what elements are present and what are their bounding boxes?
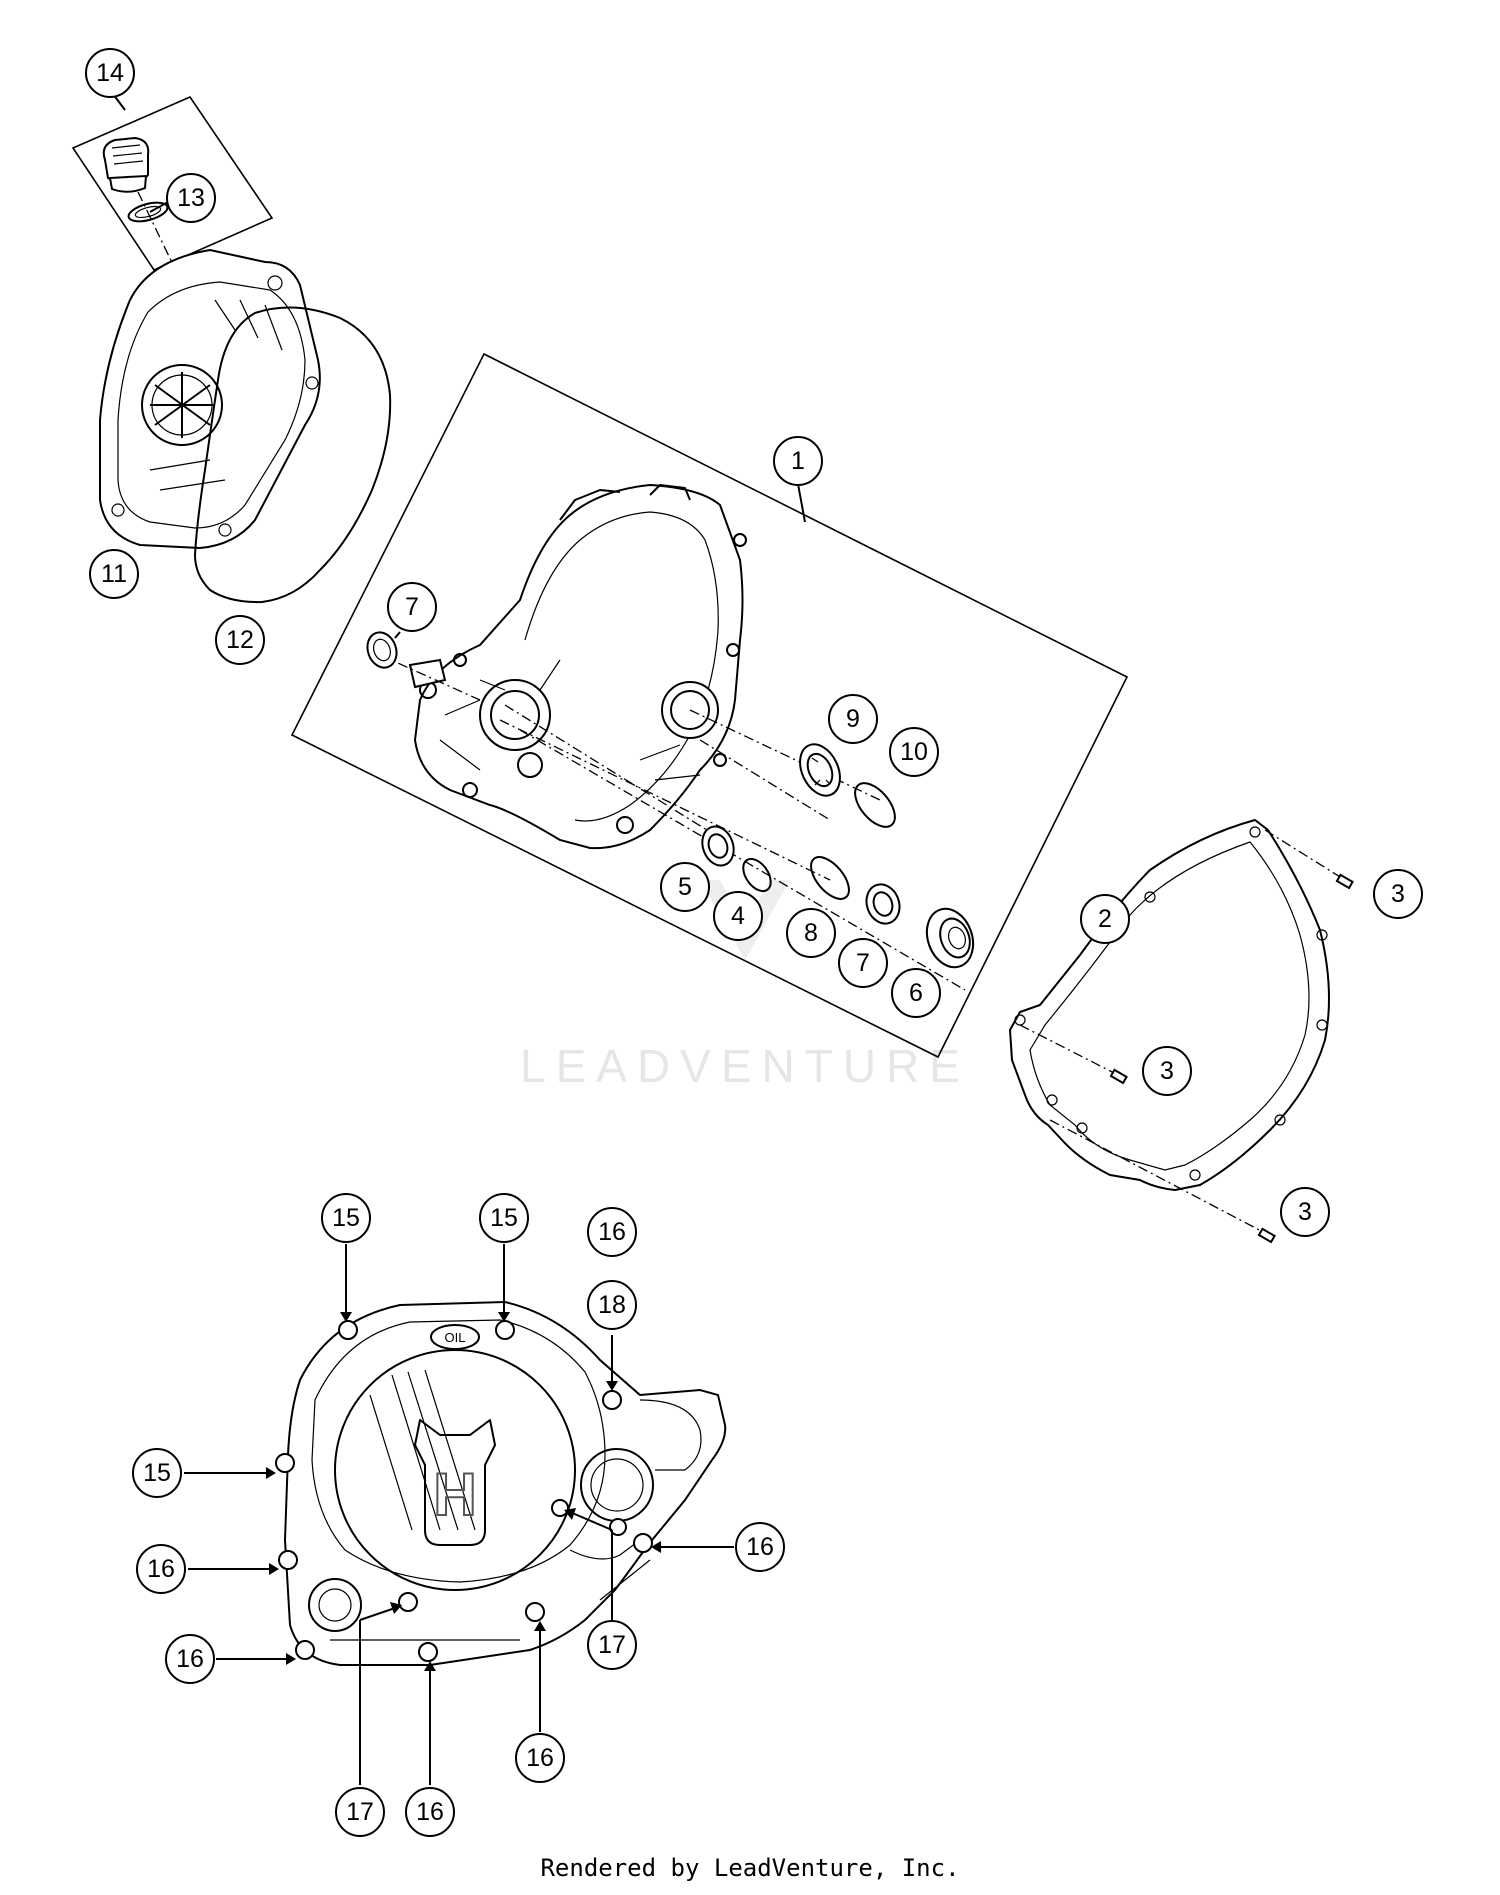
svg-text:14: 14 (96, 59, 124, 87)
callout-7-lower: 7 (838, 938, 888, 988)
svg-text:17: 17 (346, 1798, 374, 1826)
footer-credit: Rendered by LeadVenture, Inc. (540, 1854, 959, 1882)
callout-15-right-top: 15 (479, 1193, 529, 1243)
shaft-seal-upper (366, 631, 398, 669)
svg-text:7: 7 (405, 593, 419, 621)
callout-15-left-top: 15 (321, 1193, 371, 1243)
inner-clutch-cover (408, 483, 747, 850)
svg-text:2: 2 (1098, 905, 1112, 933)
svg-text:15: 15 (490, 1204, 518, 1232)
svg-text:16: 16 (598, 1218, 626, 1246)
callout-12: 12 (215, 615, 265, 665)
callout-16-left-middle: 16 (136, 1544, 186, 1594)
leader-lines (184, 1244, 734, 1785)
callout-16-bottom-center: 16 (405, 1787, 455, 1837)
svg-text:15: 15 (143, 1459, 171, 1487)
circlip-10 (854, 782, 896, 828)
svg-text:15: 15 (332, 1204, 360, 1232)
inner-cover-axes (379, 654, 966, 991)
bearing-6 (925, 907, 975, 969)
svg-text:7: 7 (856, 949, 870, 977)
cover-bolts (275, 1320, 653, 1662)
seal-5 (701, 825, 735, 867)
oil-fill-label: OIL (445, 1330, 466, 1345)
svg-text:16: 16 (147, 1555, 175, 1583)
callout-11: 11 (89, 549, 139, 599)
oil-plug-box (71, 96, 274, 272)
clutch-cover-assembled: OIL H (283, 1300, 727, 1666)
svg-text:4: 4 (731, 902, 745, 930)
cover-logo: H (433, 1461, 476, 1528)
svg-text:10: 10 (900, 738, 928, 766)
callout-16-top: 16 (587, 1207, 637, 1257)
svg-text:1: 1 (791, 447, 805, 475)
svg-text:11: 11 (101, 560, 127, 588)
svg-text:8: 8 (804, 919, 818, 947)
callout-17-right: 17 (587, 1620, 637, 1670)
callout-1: 1 (773, 436, 823, 486)
outer-clutch-cover-gasket (194, 306, 392, 604)
svg-text:16: 16 (416, 1798, 444, 1826)
dowel-pins (1019, 829, 1354, 1244)
callout-18: 18 (587, 1280, 637, 1330)
svg-text:16: 16 (176, 1645, 204, 1673)
callout-9: 9 (828, 694, 878, 744)
callout-5: 5 (660, 862, 710, 912)
callout-8: 8 (786, 908, 836, 958)
inner-cover-kit-box (290, 352, 1129, 1059)
svg-text:6: 6 (909, 979, 923, 1007)
circlip-4 (742, 857, 772, 893)
upper-leaders (109, 89, 806, 639)
callout-10: 10 (889, 727, 939, 777)
callout-16-left-bottom: 16 (165, 1634, 215, 1684)
watermark-text: LEADVENTURE (520, 1040, 970, 1092)
callout-3-top: 3 (1373, 869, 1423, 919)
svg-text:16: 16 (526, 1744, 554, 1772)
callout-2: 2 (1080, 894, 1130, 944)
oil-plug-assembly (71, 96, 274, 301)
svg-text:5: 5 (678, 873, 692, 901)
svg-text:3: 3 (1391, 880, 1405, 908)
shaft-seal-lower (865, 883, 901, 925)
callout-13: 13 (166, 173, 216, 223)
callout-14: 14 (85, 48, 135, 98)
callout-16-bottom-right: 16 (515, 1733, 565, 1783)
svg-text:9: 9 (846, 705, 860, 733)
outer-clutch-cover (99, 248, 321, 550)
bearing-9 (799, 743, 841, 797)
svg-text:3: 3 (1298, 1198, 1312, 1226)
oil-plug-cap (102, 136, 150, 193)
callout-6: 6 (891, 968, 941, 1018)
circlip-8 (810, 856, 850, 900)
callout-15-left: 15 (132, 1448, 182, 1498)
svg-text:13: 13 (177, 184, 205, 212)
callout-7-upper: 7 (387, 582, 437, 632)
callouts: 14 13 11 12 1 7 9 10 (85, 48, 1423, 1837)
clutch-cover-gasket (1009, 819, 1330, 1191)
callout-3-middle: 3 (1142, 1046, 1192, 1096)
callout-17-left: 17 (335, 1787, 385, 1837)
callout-4: 4 (713, 891, 763, 941)
svg-text:3: 3 (1160, 1057, 1174, 1085)
svg-text:18: 18 (598, 1291, 626, 1319)
svg-text:16: 16 (746, 1533, 774, 1561)
callout-16-right: 16 (735, 1522, 785, 1572)
callout-3-bottom: 3 (1280, 1187, 1330, 1237)
svg-text:17: 17 (598, 1631, 626, 1659)
svg-text:12: 12 (226, 626, 254, 654)
